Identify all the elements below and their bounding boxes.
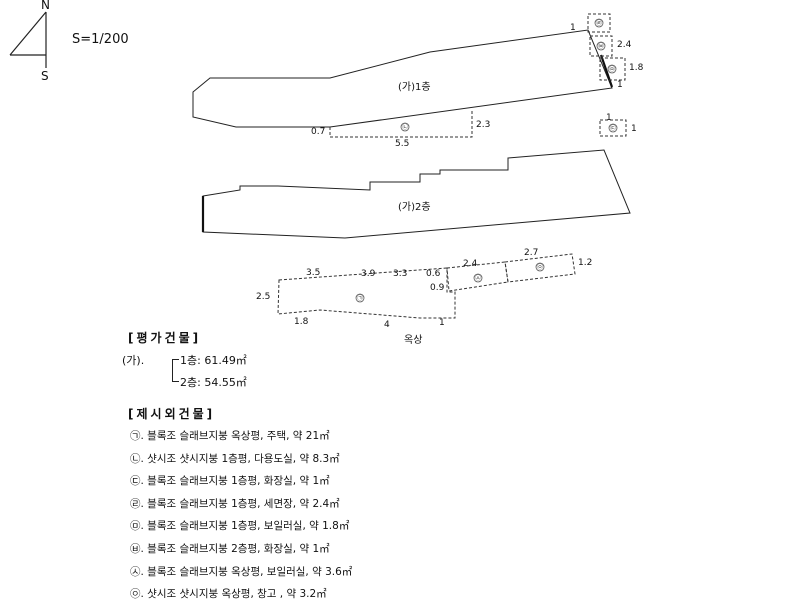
evaluated-buildings: (가). 1층: 61.49㎡ 2층: 54.55㎡ xyxy=(122,350,382,390)
scale-label: S=1/200 xyxy=(72,32,129,47)
evaluated-floor1-area: 1층: 61.49㎡ xyxy=(180,354,247,367)
dim-label: 0.6 xyxy=(426,269,441,279)
dim-label: 5.5 xyxy=(395,139,409,149)
symbol-giyeok: ㉠ xyxy=(357,294,363,302)
symbol-siot: ㉦ xyxy=(475,274,481,282)
excluded-buildings-list: ㉠. 블록조 슬래브지붕 옥상평, 주택, 약 21㎡ ㉡. 샷시조 샷시지붕 … xyxy=(130,428,352,609)
symbol-hieut: ㉥ xyxy=(598,42,604,50)
list-item: ㉣. 블록조 슬래브지붕 1층평, 세면장, 약 2.4㎡ xyxy=(130,497,340,510)
north-arrow: N S xyxy=(9,0,50,83)
south-label: S xyxy=(41,69,49,83)
excluded-buildings-title: [제시외건물] xyxy=(128,407,216,421)
dim-label: 2.5 xyxy=(256,292,270,302)
dim-label: 1 xyxy=(606,113,612,123)
dim-label: 1 xyxy=(570,23,576,33)
list-item: ㉢. 블록조 슬래브지붕 1층평, 화장실, 약 1㎡ xyxy=(130,475,330,488)
dim-label: 1 xyxy=(439,318,445,328)
dim-label: 2.7 xyxy=(524,248,538,258)
symbol-ieung: ㉧ xyxy=(537,263,543,271)
dim-label: 2.3 xyxy=(476,120,490,130)
bracket xyxy=(172,359,179,382)
floor-plan-drawing: N S S=1/200 (가)1층 ㉣ ㉥ ㉤ 1 2.4 1.8 1 ㉡ 0.… xyxy=(9,0,644,330)
list-item: ㉥. 블록조 슬래브지붕 2층평, 화장실, 약 1㎡ xyxy=(130,542,330,555)
list-item: ㉦. 블록조 슬래브지붕 옥상평, 보일러실, 약 3.6㎡ xyxy=(130,565,353,578)
rooftop-plan: ㉠ ㉦ ㉧ 3.5 3.9 3.3 0.6 2.4 2.7 1.2 2.5 0.… xyxy=(256,248,592,330)
list-item: ㉤. 블록조 슬래브지붕 1층평, 보일러실, 약 1.8㎡ xyxy=(130,520,350,533)
dim-label: 1 xyxy=(631,124,637,134)
dim-label: 1 xyxy=(617,80,623,90)
dim-label: 3.9 xyxy=(361,269,376,279)
dim-label: 2.4 xyxy=(617,40,632,50)
dim-label: 0.9 xyxy=(430,283,445,293)
floor2-label: (가)2층 xyxy=(398,201,431,213)
dim-label: 3.3 xyxy=(393,269,407,279)
floor1-plan: (가)1층 ㉣ ㉥ ㉤ 1 2.4 1.8 1 ㉡ 0.7 5.5 2.3 ㉢ … xyxy=(192,13,644,149)
symbol-mieum: ㉤ xyxy=(609,65,615,73)
symbol-digeut: ㉢ xyxy=(610,124,616,132)
evaluated-buildings-title: [평가건물] xyxy=(128,331,202,345)
dim-label: 2.4 xyxy=(463,259,478,269)
floor1-label: (가)1층 xyxy=(398,81,431,93)
list-item: ㉡. 샷시조 샷시지붕 1층평, 다용도실, 약 8.3㎡ xyxy=(130,452,340,465)
symbol-giyeok-annex: ㉡ xyxy=(402,123,408,131)
dim-label: 1.8 xyxy=(294,317,309,327)
list-item: ㉠. 블록조 슬래브지붕 옥상평, 주택, 약 21㎡ xyxy=(130,430,330,442)
dim-label: 1.8 xyxy=(629,63,644,73)
evaluated-building-prefix: (가). xyxy=(122,354,145,367)
list-item: ㉧. 샷시조 샷시지붕 옥상평, 창고 , 약 3.2㎡ xyxy=(130,588,327,601)
dim-label: 0.7 xyxy=(311,127,325,137)
rooftop-caption: 옥상 xyxy=(404,335,423,346)
dim-label: 4 xyxy=(384,320,390,330)
symbol-rieul: ㉣ xyxy=(596,19,602,27)
dim-label: 1.2 xyxy=(578,258,592,268)
north-label: N xyxy=(41,0,50,12)
dim-label: 3.5 xyxy=(306,268,320,278)
evaluated-floor2-area: 2층: 54.55㎡ xyxy=(180,376,247,389)
floor2-plan: (가)2층 xyxy=(201,149,631,239)
